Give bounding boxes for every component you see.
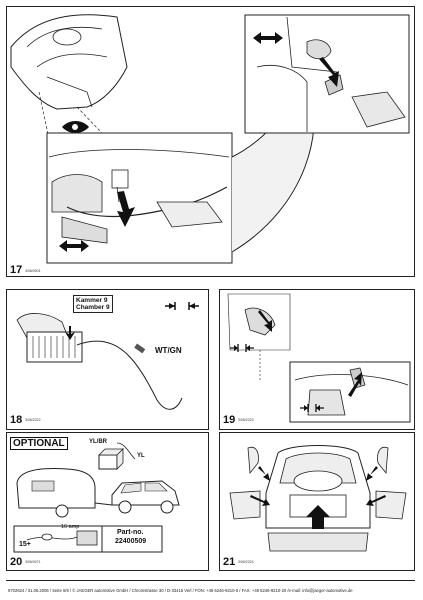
chamber-label: Kammer 9 Chamber 9 [73, 295, 113, 313]
step-19-illustration [227, 293, 411, 423]
step-21-illustration [229, 445, 407, 552]
figure-code: 3/06/2224 [238, 560, 254, 564]
wire-color-label-1: YL/BR [89, 439, 107, 445]
figure-code: 3/06/2223 [238, 418, 254, 422]
step-20-panel: OPTIONAL YL/BR YL 16 amp 15+ Part-no. 22… [6, 432, 209, 571]
step-18-panel: Kammer 9 Chamber 9 WT/GN 18 3/06/2222 [6, 289, 209, 430]
optional-label: OPTIONAL [10, 437, 68, 450]
step-18-illustration [16, 302, 199, 410]
fuse-label: 16 amp [61, 524, 80, 530]
step-number: 17 [10, 264, 23, 276]
step-21-panel: 21 3/06/2224 [219, 432, 415, 571]
figure-code: 3/06/0001 [25, 269, 41, 273]
wire-color-label: WT/GN [155, 346, 182, 355]
part-number-heading: Part-no. [117, 529, 144, 536]
wire-color-label-2: YL [137, 453, 145, 459]
step-number: 19 [223, 414, 236, 426]
step-19-panel: 19 3/06/2223 [219, 289, 415, 430]
step-17-illustration [10, 14, 410, 264]
figure-code: 3/06/2222 [25, 418, 41, 422]
step-number: 21 [223, 556, 236, 568]
footer-divider [6, 580, 415, 581]
battery-label: 15+ [19, 541, 31, 548]
part-number-value: 22400509 [115, 538, 147, 545]
step-number: 18 [10, 414, 23, 426]
figure-code: 3/06/0071 [25, 560, 41, 564]
step-number: 20 [10, 556, 23, 568]
step-17-panel: 17 3/06/0001 [6, 6, 415, 277]
footer-text: 9702624 / 31.05.2006 / Seite 5/6 / © JAE… [8, 588, 353, 593]
step-20-illustration [13, 442, 180, 553]
